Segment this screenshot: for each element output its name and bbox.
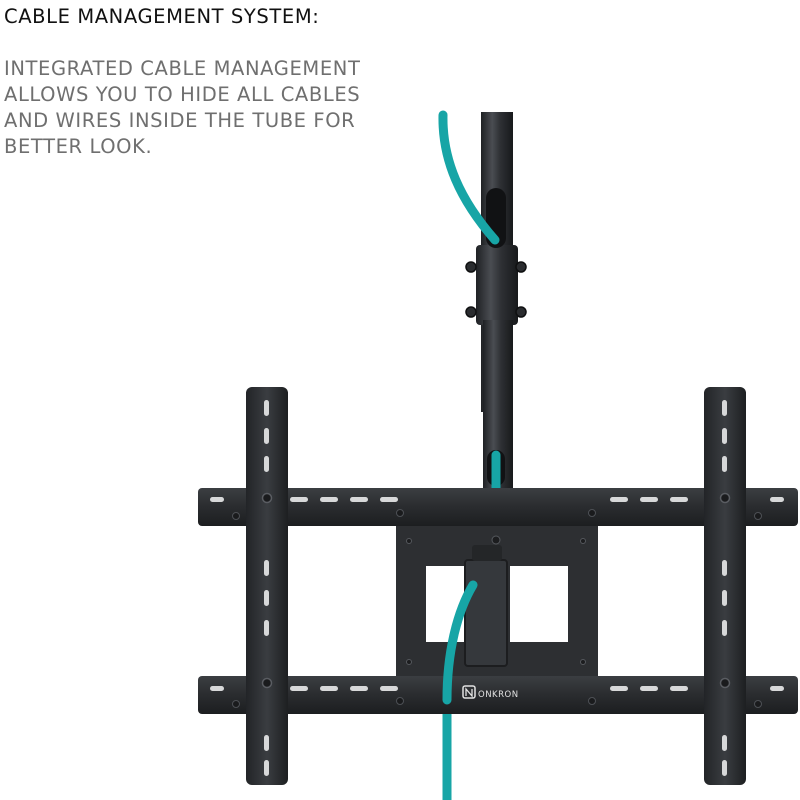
description-line: AND WIRES INSIDE THE TUBE FOR [4, 109, 356, 132]
pole [476, 112, 518, 490]
description-line: ALLOWS YOU TO HIDE ALL CABLES [4, 83, 361, 106]
pole-bolts [465, 261, 527, 318]
vertical-arms [246, 387, 746, 785]
brand-label: ONKRON [478, 690, 519, 700]
description-line: INTEGRATED CABLE MANAGEMENT [4, 57, 361, 80]
heading: CABLE MANAGEMENT SYSTEM: [4, 5, 320, 28]
onkron-logo-icon [462, 685, 476, 699]
center-plate [396, 526, 598, 705]
description: INTEGRATED CABLE MANAGEMENT ALLOWS YOU T… [4, 56, 444, 160]
description-line: BETTER LOOK. [4, 135, 153, 158]
horizontal-rails [198, 488, 798, 714]
